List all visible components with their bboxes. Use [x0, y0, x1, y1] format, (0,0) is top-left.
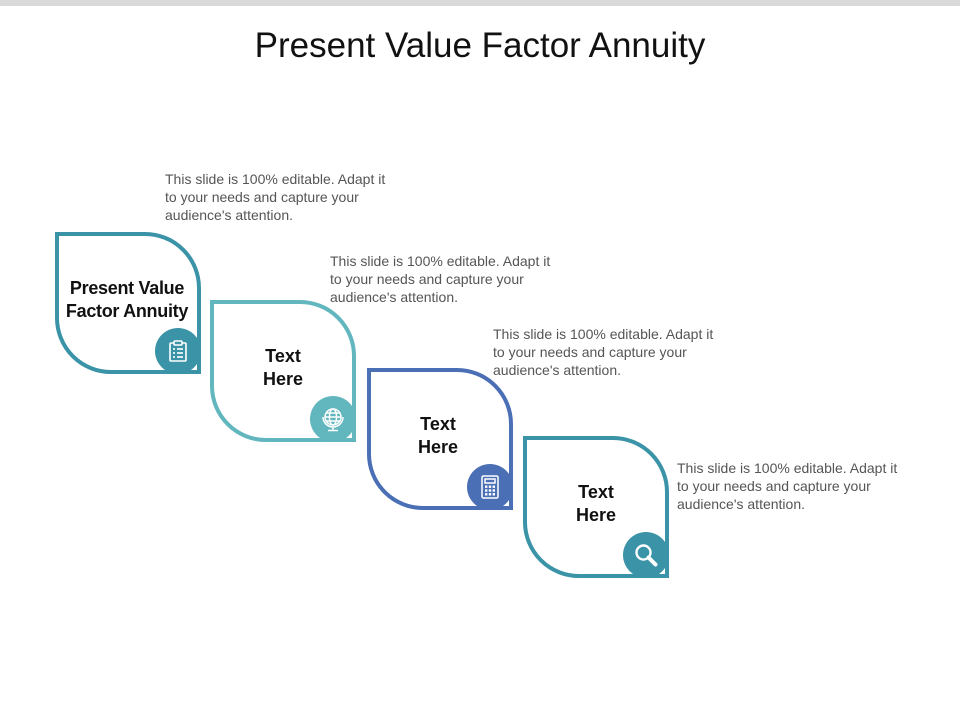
step-2-icon-badge: [310, 396, 356, 442]
step-2: Text Here: [210, 300, 356, 442]
top-divider-bar: [0, 0, 960, 6]
calculator-icon: [481, 475, 499, 499]
magnifier-icon: [635, 544, 658, 567]
page-title: Present Value Factor Annuity: [254, 26, 706, 65]
step-1-description: This slide is 100% editable. Adapt it to…: [165, 171, 386, 223]
step-4-label: Text Here: [575, 482, 617, 525]
step-1-icon-badge: [155, 328, 201, 374]
step-4: Text Here: [523, 436, 669, 578]
step-2-description: This slide is 100% editable. Adapt it to…: [330, 253, 551, 305]
step-3-description: This slide is 100% editable. Adapt it to…: [493, 326, 714, 378]
step-4-description: This slide is 100% editable. Adapt it to…: [677, 460, 898, 512]
step-2-label: Text Here: [262, 346, 304, 389]
step-1-label: Present Value Factor Annuity: [65, 278, 189, 321]
clipboard-icon: [169, 340, 187, 362]
step-3: Text Here: [367, 368, 513, 510]
step-4-icon-badge: [623, 532, 669, 578]
step-1: Present Value Factor Annuity: [55, 232, 201, 374]
step-3-icon-badge: [467, 464, 513, 510]
step-3-label: Text Here: [417, 414, 459, 457]
globe-icon: [322, 408, 344, 432]
